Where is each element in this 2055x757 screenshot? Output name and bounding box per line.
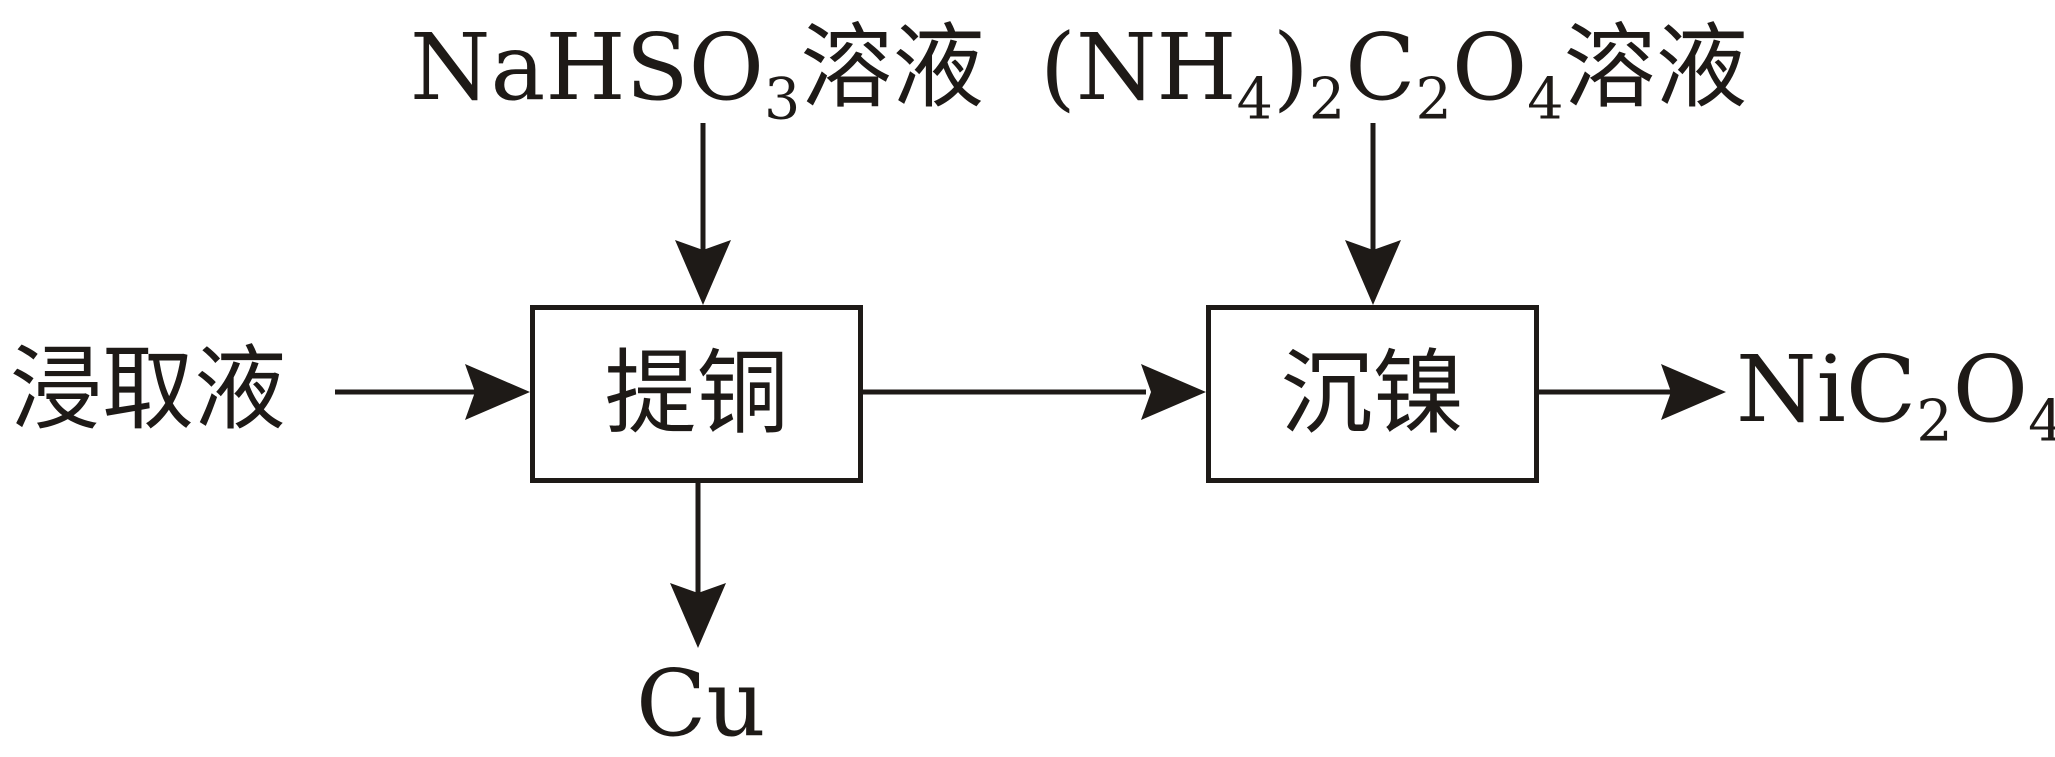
- nickel-precipitation-label: 沉镍: [1280, 340, 1465, 447]
- product-nickel-oxalate-label: NiC2O4: [1736, 336, 2055, 455]
- arrowhead-down: [1345, 240, 1401, 305]
- arrowhead-right: [465, 364, 530, 420]
- nickel-precipitation-box: 沉镍: [1206, 305, 1539, 483]
- reagent-nahso3-label: NaHSO3溶液: [410, 14, 985, 133]
- arrowhead-right: [1141, 364, 1206, 420]
- copper-output-label: Cu: [636, 650, 766, 757]
- copper-extraction-box: 提铜: [530, 305, 863, 483]
- leachate-label: 浸取液: [10, 336, 287, 443]
- reagent-ammonium-oxalate-label: (NH4)2C2O4溶液: [1040, 14, 1748, 133]
- arrowhead-down: [670, 583, 726, 648]
- copper-extraction-label: 提铜: [604, 340, 789, 447]
- arrowhead-down: [675, 240, 731, 305]
- arrowhead-right: [1661, 364, 1726, 420]
